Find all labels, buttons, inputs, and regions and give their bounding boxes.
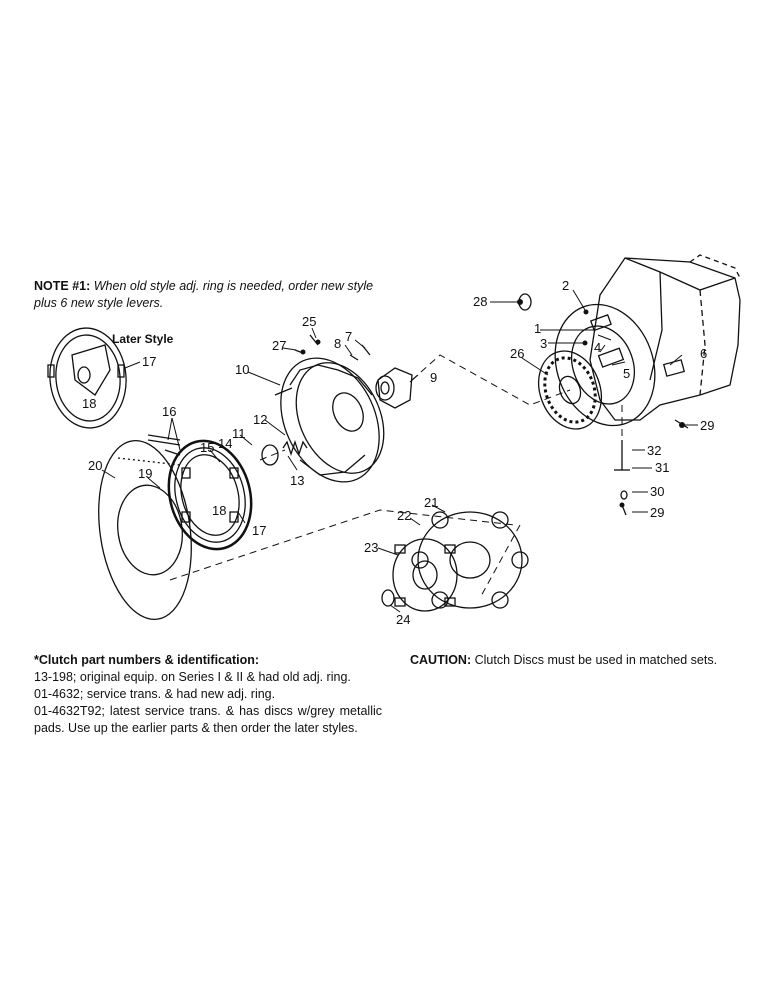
clutch-disc-23 (392, 538, 458, 612)
transmission-housing (554, 254, 741, 427)
clutch-heading: *Clutch part numbers & identification: (34, 653, 260, 667)
callout-26: 26 (510, 346, 524, 361)
callout-18-later-style: 18 (82, 396, 96, 411)
caution-text: Clutch Discs must be used in matched set… (474, 653, 718, 667)
callout-29-lower: 29 (650, 505, 664, 520)
callout-17-adjusting-ring: 17 (252, 523, 266, 538)
callout-12: 12 (253, 412, 267, 427)
callout-16: 16 (162, 404, 176, 419)
clutch-line-3: 01-4632T92; latest service trans. & has … (34, 704, 382, 735)
callout-10: 10 (235, 362, 249, 377)
callout-9: 9 (430, 370, 437, 385)
caution-label: CAUTION: (410, 653, 472, 667)
callout-11: 11 (232, 426, 246, 441)
lever-16 (147, 434, 181, 456)
springs-12-13 (261, 439, 308, 466)
adjusting-ring-17 (167, 439, 253, 551)
callout-4: 4 (594, 340, 601, 355)
callout-21: 21 (424, 495, 438, 510)
callout-19: 19 (138, 466, 152, 481)
clutch-line-2: 01-4632; service trans. & had new adj. r… (34, 687, 276, 701)
later-style-label: Later Style (112, 332, 174, 346)
later-style-ring (47, 327, 127, 429)
callout-25: 25 (302, 314, 316, 329)
callout-2: 2 (562, 278, 569, 293)
clutch-identification: *Clutch part numbers & identification: 1… (34, 652, 382, 737)
callout-5: 5 (623, 366, 630, 381)
callout-28: 28 (473, 294, 487, 309)
note-text: When old style adj. ring is needed, orde… (34, 279, 374, 310)
callout-32: 32 (647, 443, 661, 458)
callout-8: 8 (334, 336, 341, 351)
callout-18-adjusting-ring: 18 (212, 503, 226, 518)
callout-22: 22 (397, 508, 411, 523)
callout-24: 24 (396, 612, 410, 627)
callout-23: 23 (364, 540, 378, 555)
callout-3: 3 (540, 336, 547, 351)
screw-8 (349, 354, 359, 361)
pressure-plate-10 (274, 357, 385, 483)
caution-note: CAUTION: Clutch Discs must be used in ma… (410, 652, 760, 669)
callout-6: 6 (700, 346, 707, 361)
callout-13: 13 (290, 473, 304, 488)
callout-29-upper: 29 (700, 418, 714, 433)
clutch-disc-pads-21-22 (411, 511, 529, 609)
callout-7: 7 (345, 329, 352, 344)
clutch-disc-20 (98, 440, 192, 620)
callout-15: 15 (200, 440, 214, 455)
callout-31: 31 (655, 460, 669, 475)
bearing-9 (375, 367, 413, 409)
callout-27: 27 (272, 338, 286, 353)
note-1: NOTE #1: When old style adj. ring is nee… (34, 278, 394, 312)
callout-14: 14 (218, 436, 232, 451)
clutch-line-1: 13-198; original equip. on Series I & II… (34, 670, 351, 684)
callout-20: 20 (88, 458, 102, 473)
note-label: NOTE #1: (34, 279, 91, 293)
callout-1: 1 (534, 321, 541, 336)
hub-24 (381, 589, 395, 607)
callout-30: 30 (650, 484, 664, 499)
callout-17-later-style: 17 (142, 354, 156, 369)
